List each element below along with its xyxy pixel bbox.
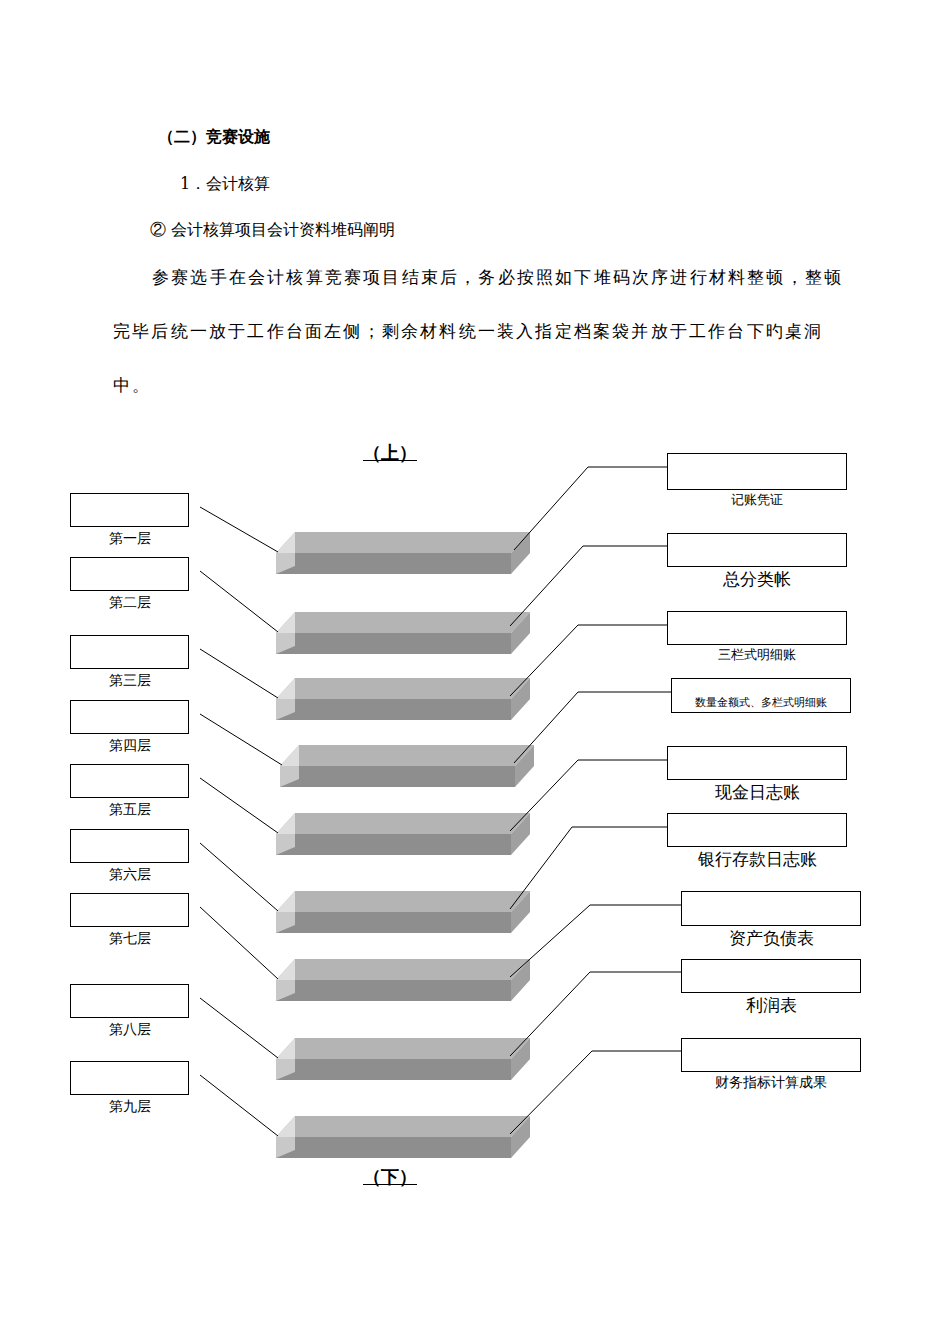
layer-box: 第二层 [70, 557, 189, 591]
node-label: 第五层 [41, 801, 218, 817]
node-label: 利润表 [652, 995, 890, 1015]
material-box: 记账凭证 [667, 453, 847, 490]
material-box: 利润表 [681, 959, 861, 993]
node-label: 第七层 [41, 930, 218, 946]
node-label: 银行存款日志账 [638, 849, 876, 869]
material-box: 三栏式明细账 [667, 611, 847, 645]
layer-box: 第四层 [70, 700, 189, 734]
layer-box: 第七层 [70, 893, 189, 927]
node-label: 第四层 [41, 737, 218, 753]
material-box: 资产负债表 [681, 891, 861, 926]
layer-box: 第九层 [70, 1061, 189, 1095]
material-box: 现金日志账 [667, 746, 847, 780]
layer-box: 第三层 [70, 635, 189, 669]
section-heading: ② 会计核算项目会计资料堆码阐明 [150, 220, 395, 241]
node-label: 财务指标计算成果 [652, 1074, 890, 1090]
position-marker: （上） [356, 441, 424, 465]
node-label: 第六层 [41, 866, 218, 882]
section-heading: 1．会计核算 [180, 174, 270, 195]
body-paragraph: 参赛选手在会计核算竞赛项目结束后，务必按照如下堆码次序进行材料整顿，整顿完毕后统… [113, 250, 853, 412]
node-label: 第一层 [41, 530, 218, 546]
leader-lines [200, 467, 681, 1136]
material-box: 总分类帐 [667, 533, 847, 567]
layer-box: 第五层 [70, 764, 189, 798]
material-box: 银行存款日志账 [667, 813, 847, 847]
layer-box: 第六层 [70, 829, 189, 863]
section-heading: （二）竞赛设施 [158, 127, 270, 148]
layer-box: 第一层 [70, 493, 189, 527]
material-box: 财务指标计算成果 [681, 1038, 861, 1072]
node-label: 数量金额式、多栏式明细账 [642, 696, 880, 709]
node-label: 记账凭证 [638, 492, 876, 507]
node-label: 资产负债表 [652, 928, 890, 948]
position-marker: （下） [356, 1165, 424, 1189]
node-label: 现金日志账 [638, 782, 876, 802]
node-label: 三栏式明细账 [638, 647, 876, 662]
node-label: 第二层 [41, 594, 218, 610]
material-box: 数量金额式、多栏式明细账 [671, 678, 851, 713]
node-label: 总分类帐 [638, 569, 876, 589]
node-label: 第九层 [41, 1098, 218, 1114]
node-label: 第三层 [41, 672, 218, 688]
layer-box: 第八层 [70, 984, 189, 1018]
node-label: 第八层 [41, 1021, 218, 1037]
layer-slabs [276, 532, 534, 1158]
